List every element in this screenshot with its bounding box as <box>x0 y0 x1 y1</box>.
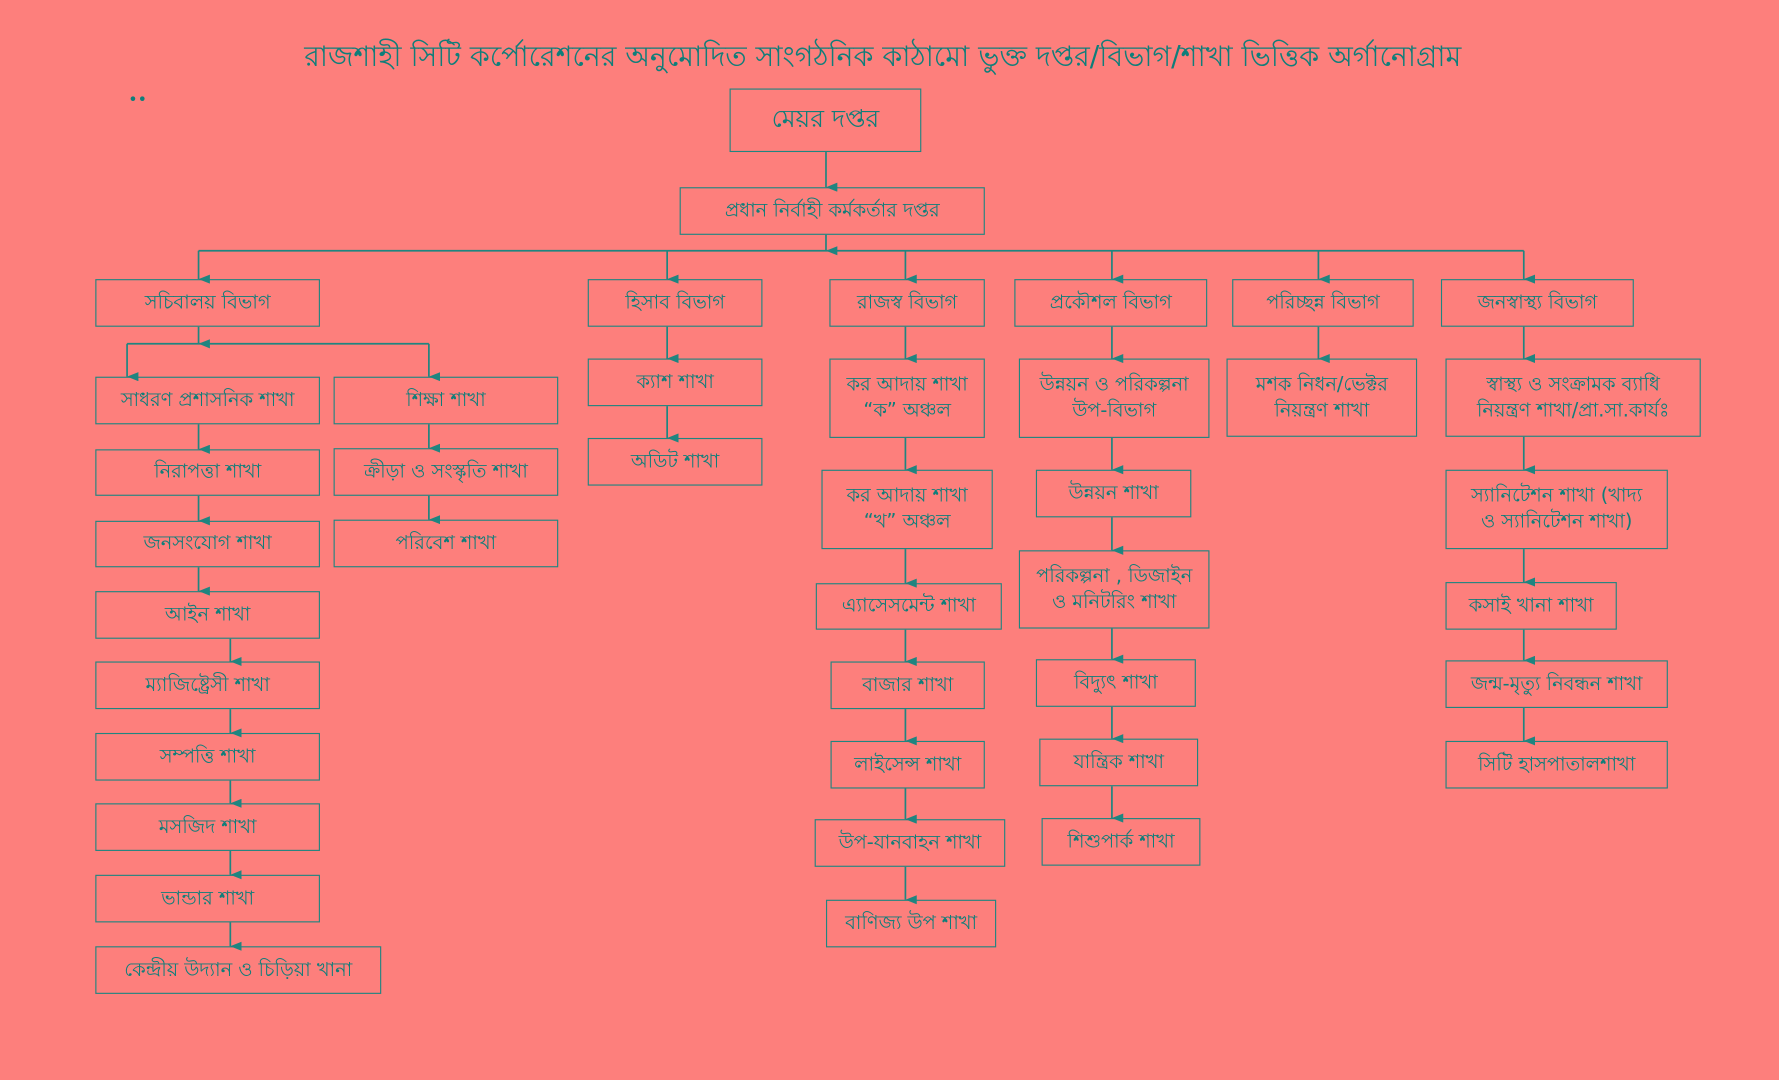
branch-secretariat-box: সাধরণ প্রশাসনিক শাখা <box>95 376 320 425</box>
dept-revenue-box: রাজস্ব বিভাগ <box>829 279 985 327</box>
branch-engineering-box: বিদ্যুৎ শাখা <box>1035 659 1196 707</box>
branch-engineering-box: পরিকল্পনা , ডিজাইন ও মনিটরিং শাখা <box>1018 550 1210 629</box>
page-title: রাজশাহী সিটি কর্পোরেশনের অনুমোদিত সাংগঠন… <box>304 39 1462 73</box>
branch-revenue-box: বাণিজ্য উপ শাখা <box>825 899 997 948</box>
dept-engineering-box: প্রকৌশল বিভাগ <box>1014 279 1208 327</box>
branch-engineering-box: উন্নয়ন ও পরিকল্পনা উপ-বিভাগ <box>1018 358 1210 438</box>
branch-secretariat-box: ক্রীড়া ও সংস্কৃতি শাখা <box>333 448 559 496</box>
branch-health-box: স্বাস্থ্য ও সংক্রামক ব্যাধি নিয়ন্ত্রণ শ… <box>1445 358 1701 437</box>
branch-secretariat-box: মসজিদ শাখা <box>95 803 320 851</box>
branch-accounts-box: অডিট শাখা <box>587 437 763 486</box>
branch-revenue-box: কর আদায় শাখা “ক” অঞ্চল <box>829 358 985 438</box>
branch-secretariat-box: পরিবেশ শাখা <box>333 519 559 568</box>
branch-revenue-box: কর আদায় শাখা “খ” অঞ্চল <box>821 469 993 550</box>
ceo-box: প্রধান নির্বাহী কর্মকর্তার দপ্তর <box>679 187 985 235</box>
branch-engineering-box: শিশুপার্ক শাখা <box>1041 818 1201 866</box>
branch-health-box: সিটি হাসপাতালশাখা <box>1445 740 1668 789</box>
branch-secretariat-box: কেন্দ্রীয় উদ্যান ও চিড়িয়া খানা <box>95 946 382 994</box>
branch-secretariat-box: জনসংযোগ শাখা <box>95 520 320 568</box>
branch-secretariat-box: আইন শাখা <box>95 591 320 639</box>
branch-revenue-box: এ্যাসেসমেন্ট শাখা <box>815 583 1002 630</box>
dept-secretariat-box: সচিবালয় বিভাগ <box>95 279 320 327</box>
branch-revenue-box: লাইসেন্স শাখা <box>830 740 985 789</box>
branch-secretariat-box: ম্যাজিষ্ট্রেসী শাখা <box>95 661 320 710</box>
branch-engineering-box: যান্ত্রিক শাখা <box>1039 738 1199 787</box>
branch-secretariat-box: সম্পত্তি শাখা <box>95 732 320 781</box>
branch-revenue-box: বাজার শাখা <box>830 661 985 710</box>
dept-conservancy-box: পরিচ্ছন্ন বিভাগ <box>1232 279 1414 327</box>
branch-health-box: কসাই খানা শাখা <box>1445 582 1617 630</box>
dept-health-box: জনস্বাস্থ্য বিভাগ <box>1440 279 1634 327</box>
branch-accounts-box: ক্যাশ শাখা <box>587 358 763 407</box>
branch-secretariat-box: শিক্ষা শাখা <box>333 376 559 425</box>
branch-engineering-box: উন্নয়ন শাখা <box>1035 469 1192 518</box>
branch-health-box: জন্ম-মৃত্যু নিবন্ধন শাখা <box>1445 660 1668 708</box>
mayor-box: মেয়র দপ্তর <box>729 88 922 153</box>
dept-accounts-box: হিসাব বিভাগ <box>587 279 763 327</box>
branch-secretariat-box: নিরাপত্তা শাখা <box>95 449 320 496</box>
branch-secretariat-box: ভান্ডার শাখা <box>95 874 320 923</box>
branch-health-box: স্যানিটেশন শাখা (খাদ্য ও স্যানিটেশন শাখা… <box>1445 469 1668 550</box>
branch-revenue-box: উপ-যানবাহন শাখা <box>814 819 1006 867</box>
marker-dots: •• <box>128 90 147 109</box>
branch-conservancy-box: মশক নিধন/ভেক্টর নিয়ন্ত্রণ শাখা <box>1226 358 1418 437</box>
